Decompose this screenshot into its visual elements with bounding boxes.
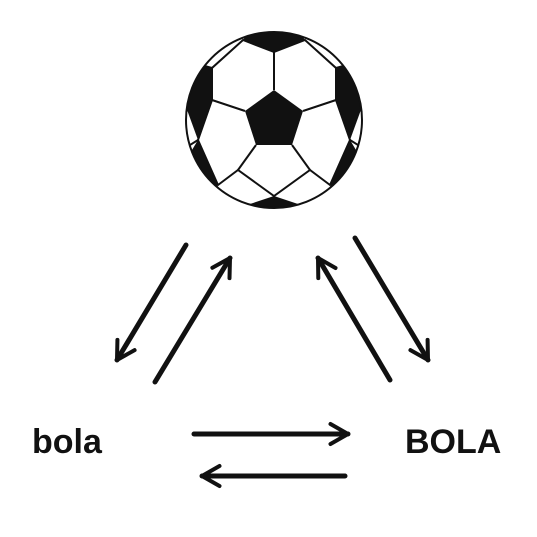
arrow-ball-to-lowercase — [114, 242, 189, 363]
label-lowercase-word: bola — [32, 423, 102, 461]
arrow-uppercase-to-ball — [315, 255, 393, 383]
arrow-ball-to-uppercase — [352, 235, 431, 363]
soccer-ball-icon — [185, 31, 363, 209]
label-uppercase-word: BOLA — [405, 423, 502, 461]
arrow-lowercase-to-ball — [152, 255, 233, 385]
